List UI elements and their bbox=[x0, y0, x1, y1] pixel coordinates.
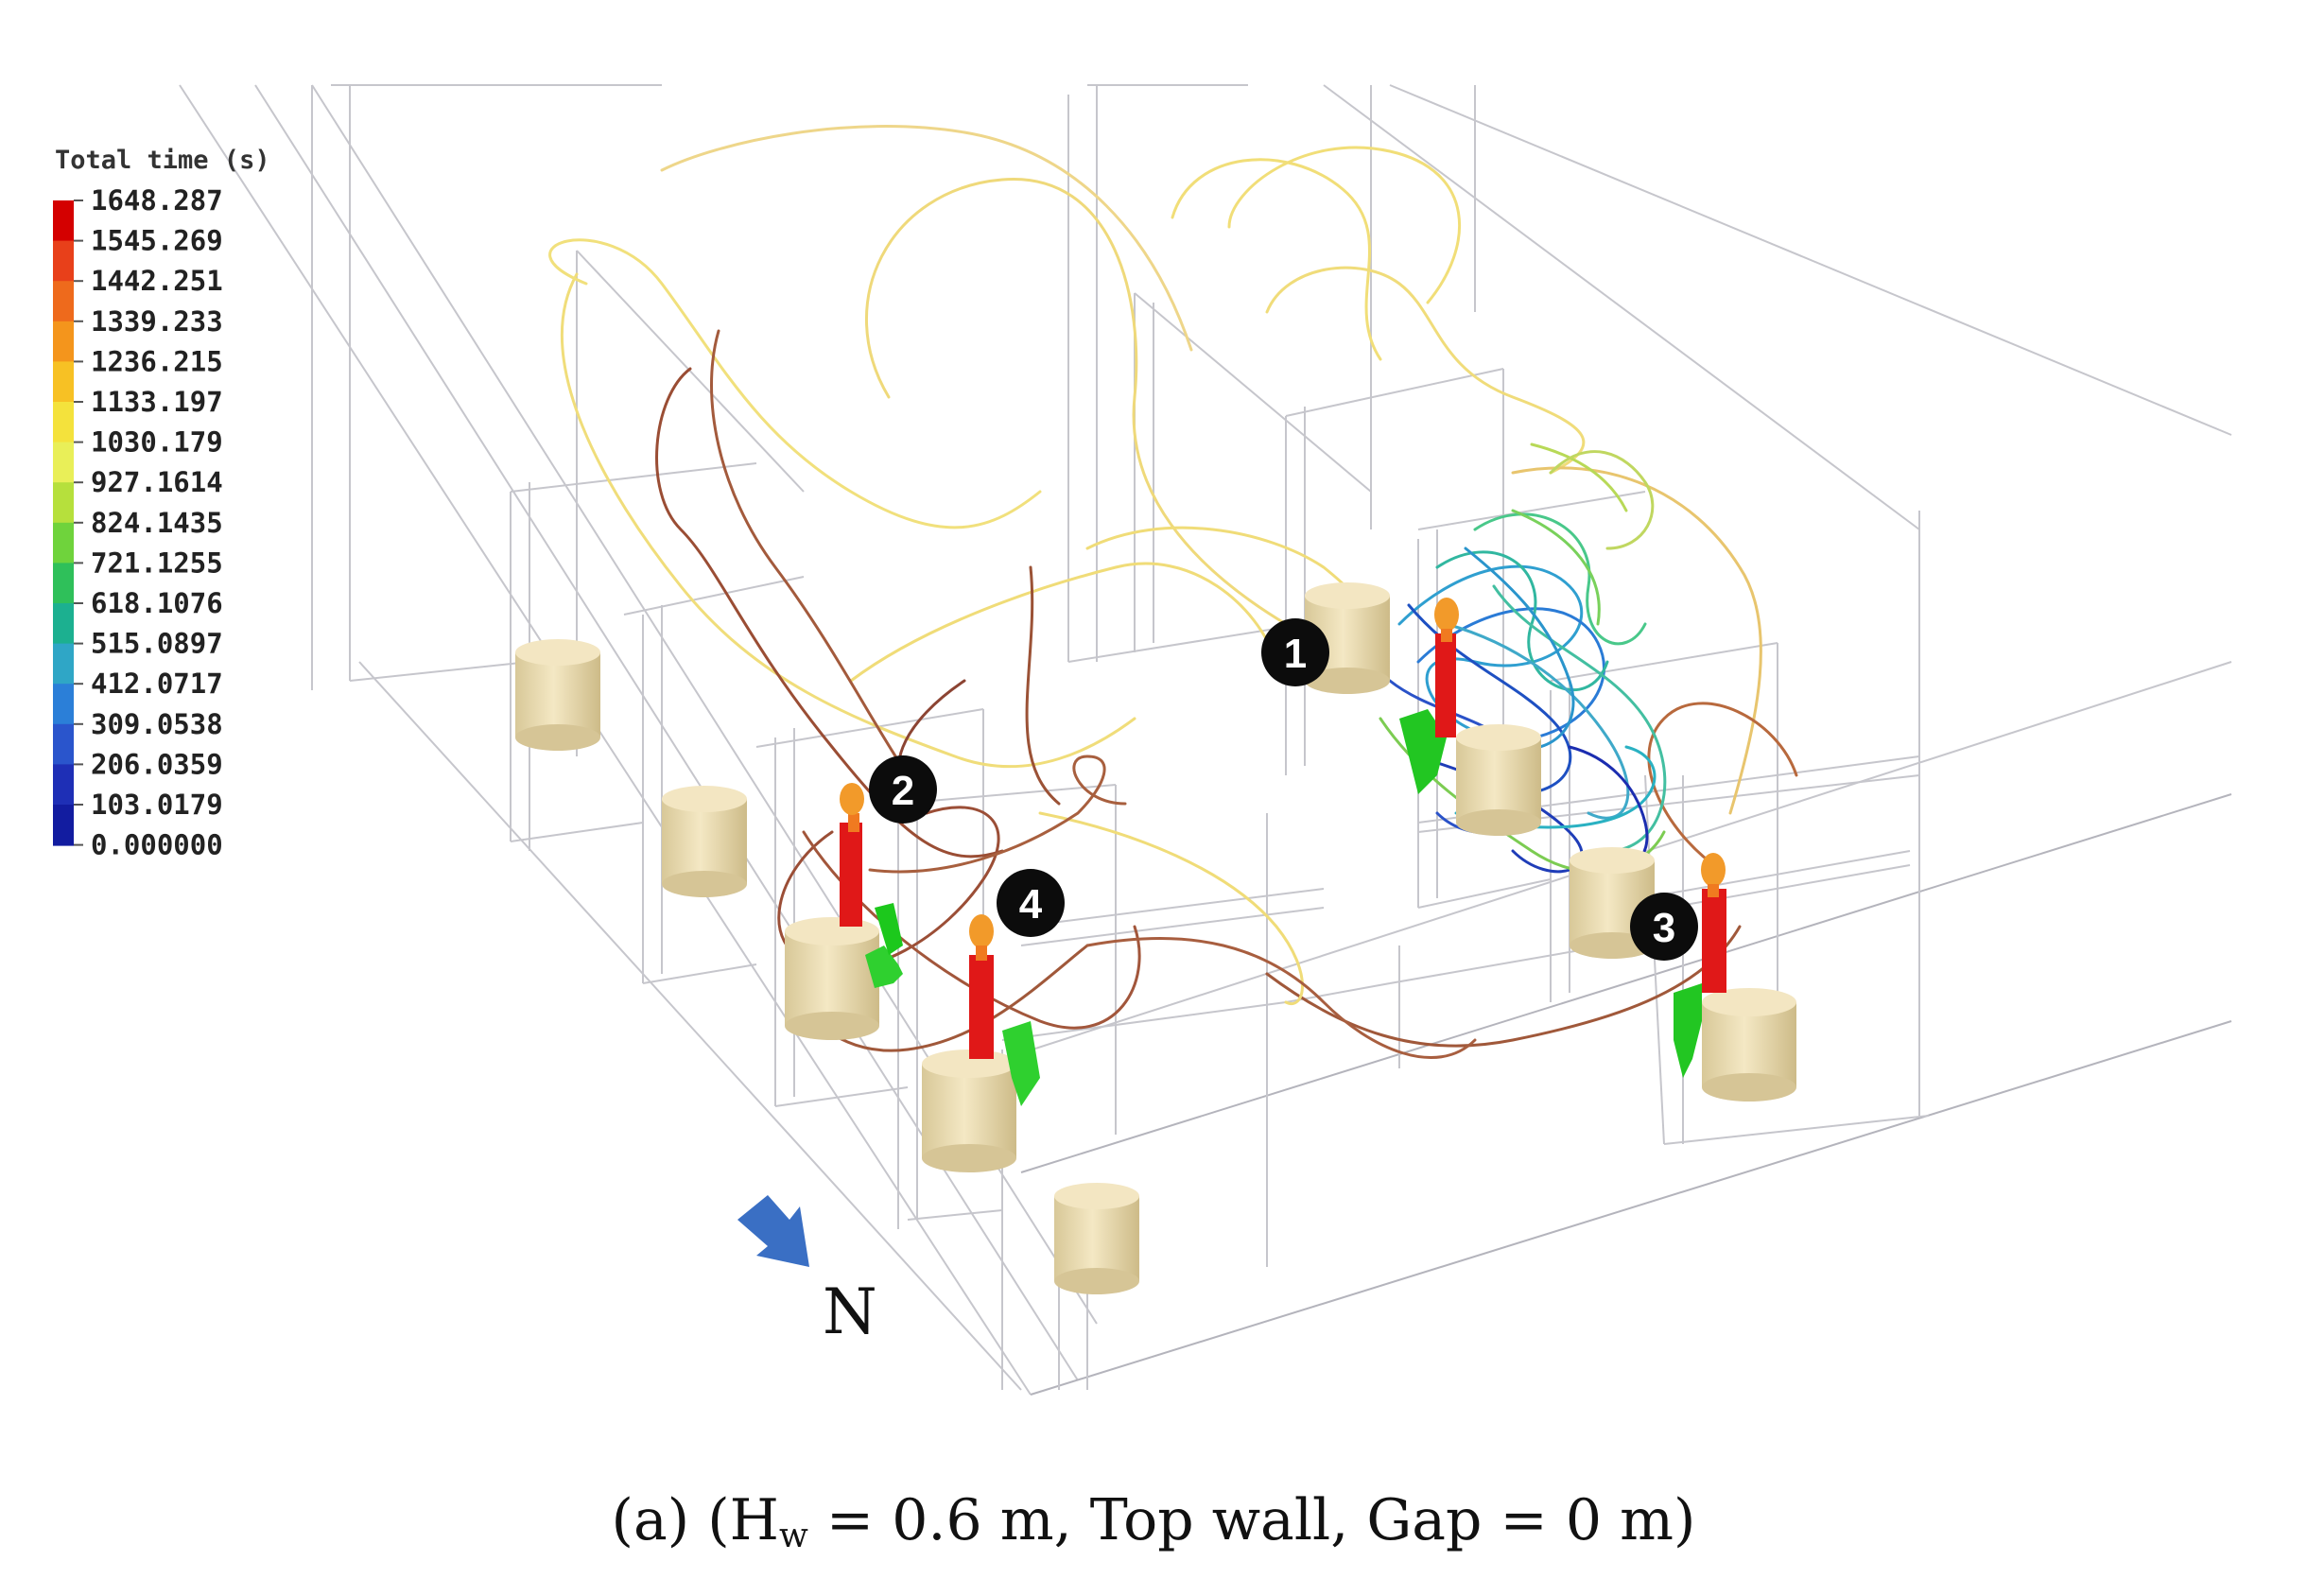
legend-swatch bbox=[53, 442, 74, 484]
legend-swatch bbox=[53, 563, 74, 604]
marker-4: 4 bbox=[997, 869, 1065, 937]
legend-label: 1339.233 bbox=[91, 305, 223, 338]
legend-label: 1030.179 bbox=[91, 426, 223, 459]
occupant-3 bbox=[1674, 853, 1726, 1078]
legend-swatch bbox=[53, 764, 74, 806]
legend-swatch bbox=[53, 402, 74, 443]
legend-label: 824.1435 bbox=[91, 507, 223, 539]
caption-prefix: (a) (H bbox=[612, 1487, 779, 1553]
legend-swatch bbox=[53, 240, 74, 283]
building-wireframe bbox=[179, 84, 2232, 1396]
legend-swatch bbox=[53, 603, 74, 645]
occupant-1 bbox=[1399, 598, 1459, 794]
occupant-4 bbox=[969, 914, 1040, 1106]
marker-3: 3 bbox=[1630, 893, 1698, 961]
legend-label: 309.0538 bbox=[91, 708, 223, 740]
legend-swatch bbox=[53, 321, 74, 363]
legend-swatch bbox=[53, 723, 74, 766]
caption-suffix: = 0.6 m, Top wall, Gap = 0 m) bbox=[808, 1487, 1696, 1553]
legend-label: 515.0897 bbox=[91, 628, 223, 660]
occupants bbox=[840, 598, 1726, 1106]
legend-label: 1236.215 bbox=[91, 345, 223, 377]
north-arrow-icon bbox=[737, 1195, 809, 1267]
occupant-2 bbox=[840, 783, 903, 988]
legend-label: 412.0717 bbox=[91, 668, 223, 700]
legend-bar bbox=[53, 200, 74, 846]
legend-label: 721.1255 bbox=[91, 546, 223, 579]
legend-swatch bbox=[53, 361, 74, 403]
legend-label: 1442.251 bbox=[91, 265, 223, 297]
legend-swatch bbox=[53, 522, 74, 564]
legend-label: 1545.269 bbox=[91, 225, 223, 257]
legend-swatch bbox=[53, 281, 74, 322]
legend-swatch bbox=[53, 482, 74, 524]
colour-legend: Total time (s) 1648.2871545.2691442.2511… bbox=[53, 146, 270, 861]
cylinder bbox=[1054, 1183, 1139, 1294]
cylinder bbox=[922, 1050, 1016, 1172]
legend-swatch bbox=[53, 643, 74, 685]
cylinder bbox=[1702, 988, 1796, 1102]
legend-label: 103.0179 bbox=[91, 789, 223, 821]
legend-title: Total time (s) bbox=[55, 146, 270, 175]
legend-swatch bbox=[53, 684, 74, 725]
marker-1: 1 bbox=[1261, 618, 1329, 686]
figure-caption: (a) (Hw = 0.6 m, Top wall, Gap = 0 m) bbox=[612, 1487, 1696, 1555]
legend-label: 206.0359 bbox=[91, 748, 223, 780]
marker-2: 2 bbox=[869, 755, 937, 824]
marker-4-label: 4 bbox=[1019, 881, 1043, 928]
caption-subscript: w bbox=[779, 1517, 808, 1555]
legend-swatch bbox=[53, 805, 74, 846]
marker-3-label: 3 bbox=[1653, 905, 1675, 951]
cylinder bbox=[1456, 724, 1541, 836]
legend-label: 927.1614 bbox=[91, 466, 223, 498]
legend-labels: 1648.287 1545.269 1442.251 1339.233 1236.215… bbox=[74, 184, 223, 861]
marker-2-label: 2 bbox=[892, 768, 914, 814]
legend-label: 0.000000 bbox=[91, 829, 223, 861]
legend-label: 1648.287 bbox=[91, 184, 223, 217]
north-indicator: N bbox=[737, 1195, 877, 1348]
north-label: N bbox=[823, 1275, 877, 1348]
legend-label: 618.1076 bbox=[91, 587, 223, 619]
cylinder bbox=[662, 786, 747, 897]
legend-swatch bbox=[53, 200, 74, 242]
marker-1-label: 1 bbox=[1284, 631, 1307, 677]
legend-label: 1133.197 bbox=[91, 386, 223, 418]
cylinder bbox=[515, 639, 600, 751]
cylinder bbox=[785, 917, 879, 1040]
